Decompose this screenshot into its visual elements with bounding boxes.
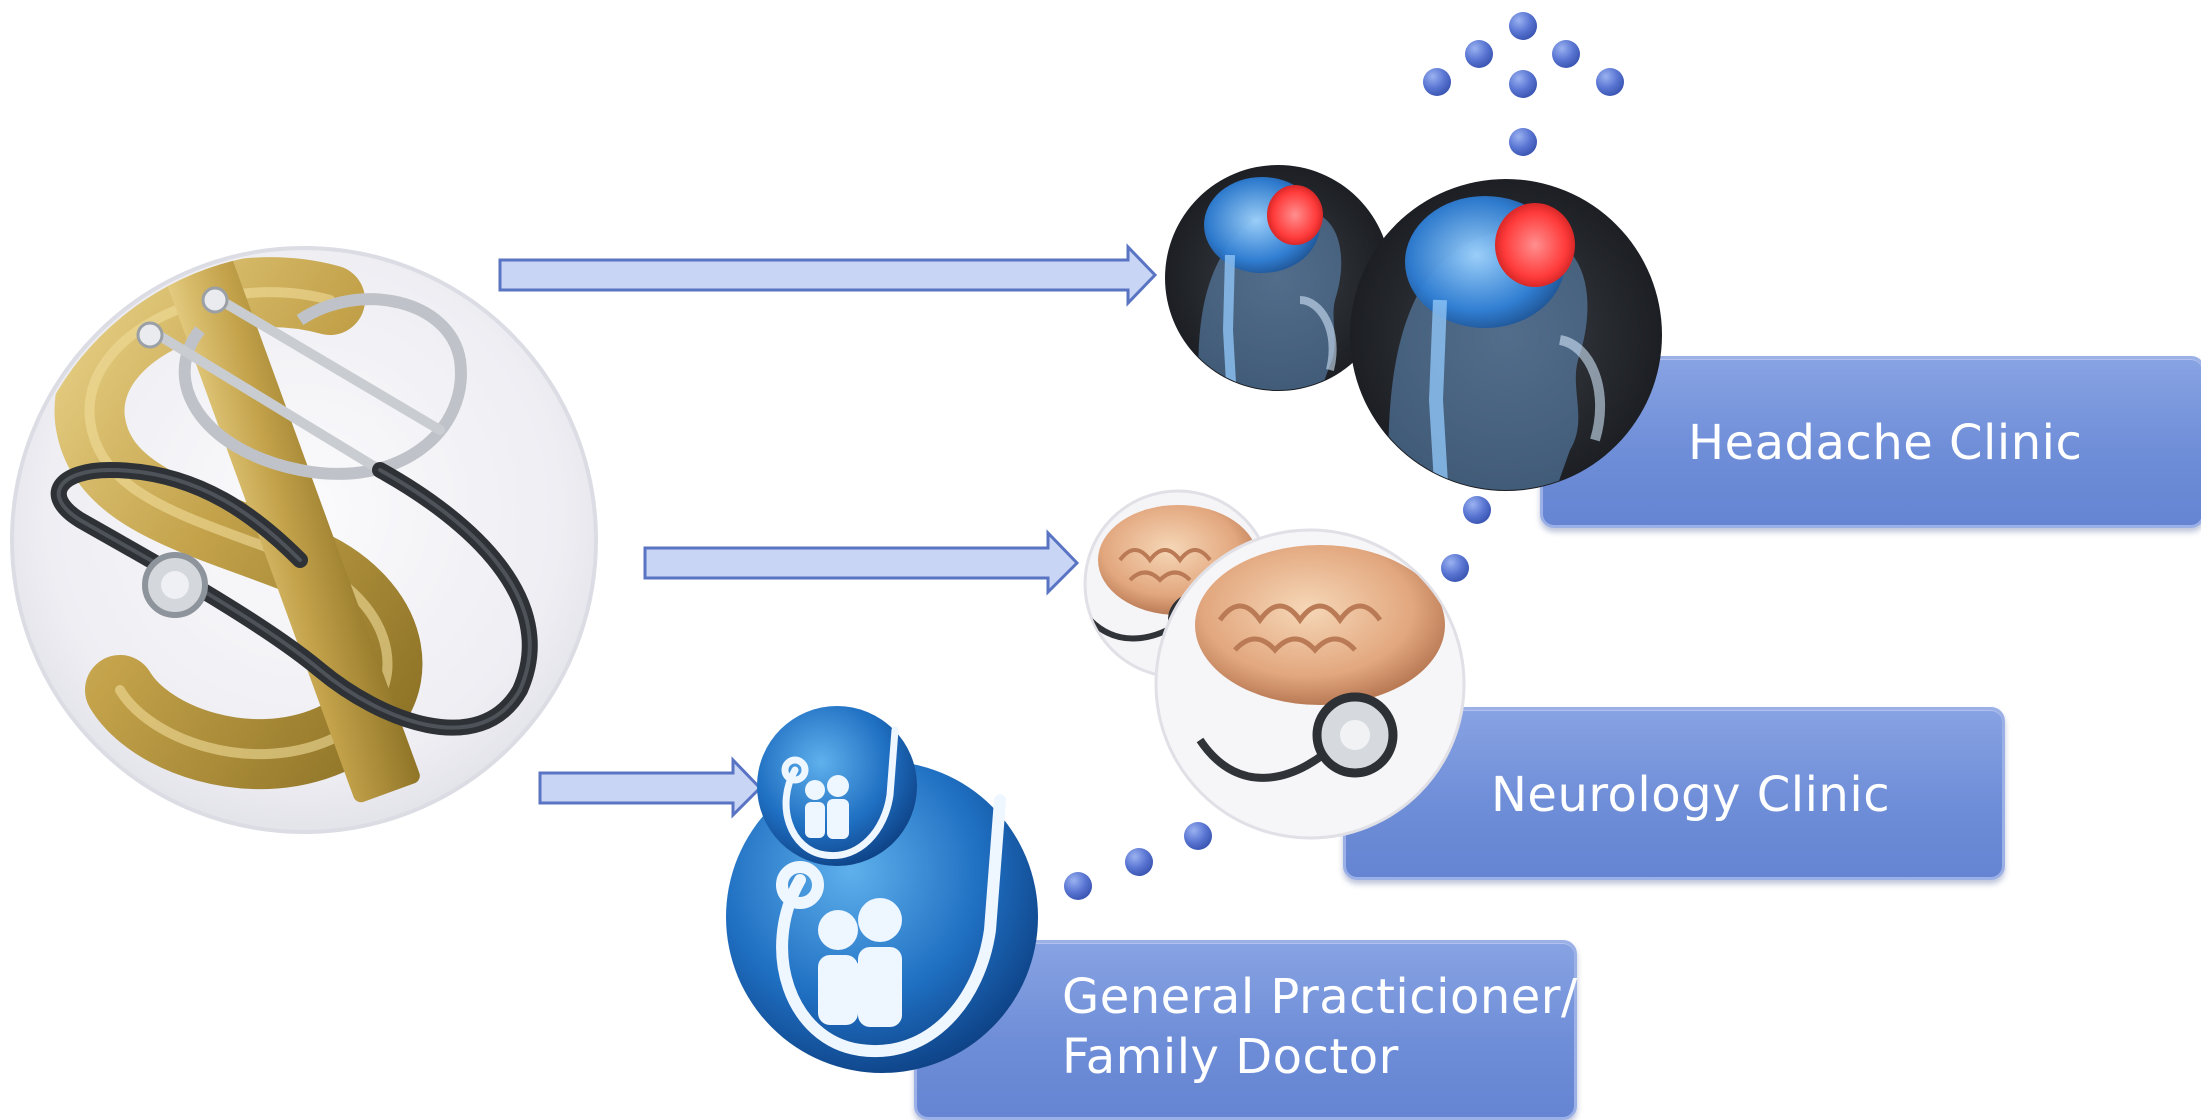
neurology-clinic-label: Neurology Clinic [1491,767,1891,823]
gp-family-doctor-box: General Practicioner/ Family Doctor [914,940,1577,1120]
headache-clinic-label: Headache Clinic [1688,415,2083,471]
gp-label-line1: General Practicioner/ [1062,969,1578,1025]
gp-label-line2: Family Doctor [1062,1029,1399,1085]
